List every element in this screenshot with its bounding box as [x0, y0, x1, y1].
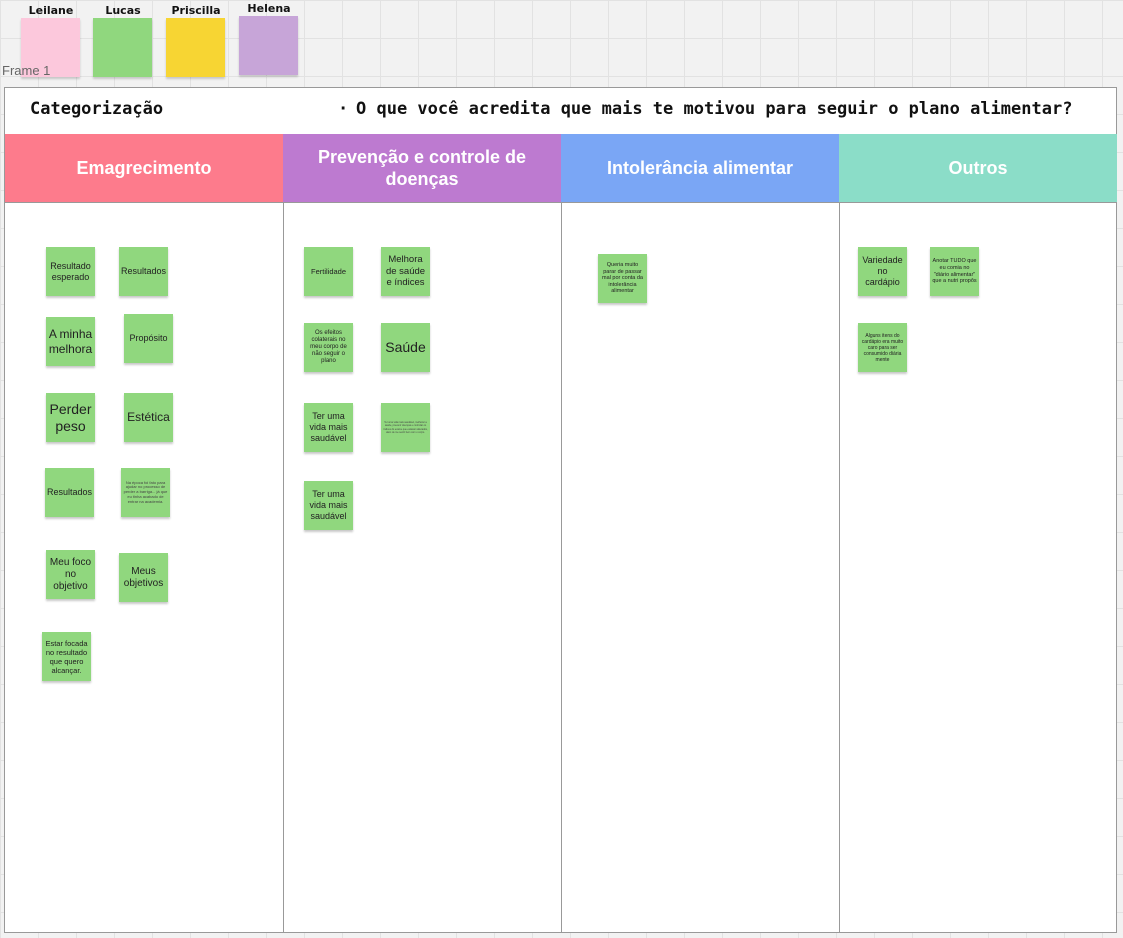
frame-question[interactable]: · O que você acredita que mais te motivou…: [338, 99, 1072, 119]
column-header-emagrecimento[interactable]: Emagrecimento: [5, 134, 283, 203]
sticky-note[interactable]: Na época foi fato para ajudar no process…: [121, 468, 170, 517]
sticky-note[interactable]: Resultados: [119, 247, 168, 296]
legend-name-priscilla: Priscilla: [171, 4, 221, 17]
sticky-note[interactable]: Variedade no cardápio: [858, 247, 907, 296]
sticky-note[interactable]: Estética: [124, 393, 173, 442]
sticky-note[interactable]: Saúde: [381, 323, 430, 372]
sticky-note[interactable]: Alguns itens do cardápio era muito caro …: [858, 323, 907, 372]
column-outros[interactable]: Outros: [839, 134, 1117, 933]
column-prevencao[interactable]: Prevenção e controle de doenças: [283, 134, 562, 933]
sticky-note[interactable]: Estar focada no resultado que quero alca…: [42, 632, 91, 681]
legend-swatch-helena[interactable]: [239, 16, 298, 75]
sticky-note[interactable]: Perder peso: [46, 393, 95, 442]
legend-leilane: Leilane: [21, 4, 81, 77]
legend-name-lucas: Lucas: [105, 4, 141, 17]
sticky-note[interactable]: Meus objetivos: [119, 553, 168, 602]
column-header-prevencao[interactable]: Prevenção e controle de doenças: [283, 134, 561, 203]
column-emagrecimento[interactable]: Emagrecimento: [5, 134, 284, 933]
sticky-note[interactable]: Melhora de saúde e índices: [381, 247, 430, 296]
frame-label[interactable]: Frame 1: [2, 63, 51, 78]
sticky-note[interactable]: Anotar TUDO que eu comia no "diário alim…: [930, 247, 979, 296]
sticky-note[interactable]: A minha melhora: [46, 317, 95, 366]
sticky-note[interactable]: Fertilidade: [304, 247, 353, 296]
column-header-intolerancia[interactable]: Intolerância alimentar: [561, 134, 839, 203]
frame-title[interactable]: Categorização: [30, 99, 164, 119]
sticky-note[interactable]: Ter uma vida mais saudável: [304, 403, 353, 452]
legend-name-leilane: Leilane: [28, 4, 74, 17]
sticky-note[interactable]: Ter uma vida mais saudável: [304, 481, 353, 530]
sticky-note[interactable]: Resultados: [45, 468, 94, 517]
sticky-note[interactable]: Propósito: [124, 314, 173, 363]
column-intolerancia[interactable]: Intolerância alimentar: [561, 134, 840, 933]
sticky-note[interactable]: Queria muito parar de passar mal por con…: [598, 254, 647, 303]
question-text: O que você acredita que mais te motivou …: [356, 99, 1073, 119]
legend-helena: Helena: [239, 2, 299, 75]
question-bullet: ·: [338, 99, 349, 119]
sticky-note[interactable]: Meu foco no objetivo: [46, 550, 95, 599]
legend-priscilla: Priscilla: [166, 4, 226, 77]
sticky-note[interactable]: Resultado esperado: [46, 247, 95, 296]
legend-swatch-leilane[interactable]: [21, 18, 80, 77]
frame[interactable]: Categorização · O que você acredita que m…: [4, 87, 1117, 933]
sticky-note[interactable]: Os efeitos colaterais no meu corpo de nã…: [304, 323, 353, 372]
legend-name-helena: Helena: [247, 2, 291, 15]
legend-lucas: Lucas: [93, 4, 153, 77]
column-header-outros[interactable]: Outros: [839, 134, 1117, 203]
sticky-note[interactable]: Ter uma vida mais saudável, melhorar a s…: [381, 403, 430, 452]
legend-swatch-priscilla[interactable]: [166, 18, 225, 77]
legend-swatch-lucas[interactable]: [93, 18, 152, 77]
